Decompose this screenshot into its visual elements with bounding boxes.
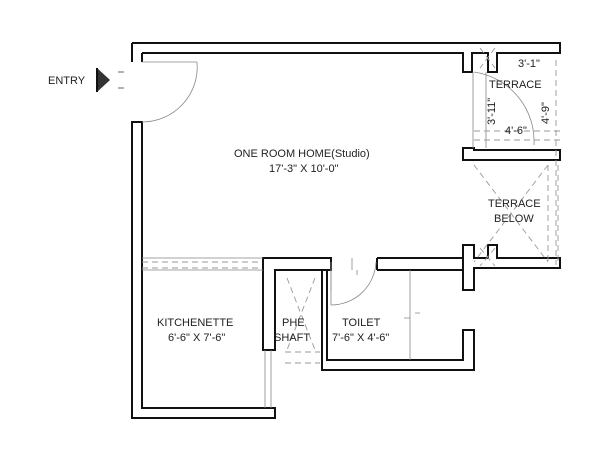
- room-name-main: ONE ROOM HOME(Studio): [234, 148, 370, 160]
- terrace-door-swing: [473, 71, 535, 146]
- room-size-kitchenette: 6'-6" X 7'-6": [168, 332, 225, 344]
- room-name-terrace: TERRACE: [489, 79, 542, 91]
- room-name-shaft-2: SHAFT: [274, 332, 310, 344]
- terrace-dim-bottom-label: 4'-6": [505, 125, 527, 137]
- walls: [131, 42, 561, 419]
- room-name-toilet: TOILET: [342, 317, 381, 329]
- room-name-shaft: PHE: [282, 317, 305, 329]
- toilet-door-swing: [330, 261, 377, 306]
- entry-door-swing: [141, 61, 198, 123]
- room-size-main: 17'-3" X 10'-0": [269, 163, 339, 175]
- entry-label: ENTRY: [48, 75, 86, 87]
- dashed-lines: [142, 47, 560, 364]
- terrace-dim-left: 3'-11": [486, 98, 498, 125]
- room-size-toilet: 7'-6" X 4'-6": [332, 332, 389, 344]
- room-name-terrace-below: TERRACE: [488, 198, 541, 210]
- terrace-dim-top: 3'-1": [518, 58, 540, 70]
- terrace-dim-right: 4'-9": [540, 102, 552, 124]
- room-name-kitchenette: KITCHENETTE: [157, 317, 233, 329]
- entry-arrow-icon: [96, 68, 124, 92]
- room-name-terrace-below-2: BELOW: [494, 213, 534, 225]
